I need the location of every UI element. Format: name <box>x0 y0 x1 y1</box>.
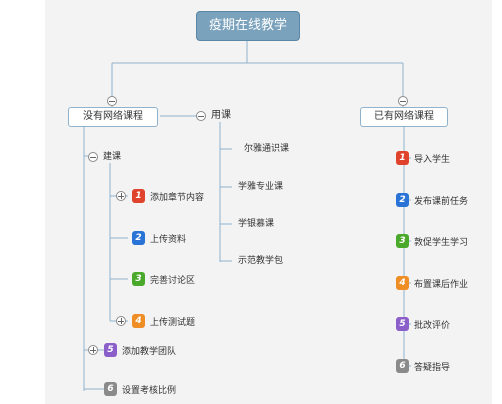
expand-toggle-test[interactable] <box>116 316 126 326</box>
collapse-toggle-middle[interactable] <box>196 111 206 121</box>
node-add-team[interactable]: 5 添加教学团队 <box>104 342 176 358</box>
node-upload-tests[interactable]: 4 上传测试题 <box>132 313 195 329</box>
node-label: 敦促学生学习 <box>414 237 469 248</box>
canvas-background <box>45 0 492 404</box>
node-build-course[interactable]: 建课 <box>103 152 122 162</box>
node-label: 添加章节内容 <box>150 192 205 203</box>
node-label: 导入学生 <box>414 154 451 165</box>
node-label: 发布课前任务 <box>414 196 469 207</box>
node-label: 设置考核比例 <box>122 385 177 396</box>
branch-node-no-online-course[interactable]: 没有网络课程 <box>68 107 158 127</box>
node-upload-materials[interactable]: 2 上传资料 <box>132 230 186 246</box>
node-label: 答疑指导 <box>414 362 451 373</box>
branch-node-existing-online-course[interactable]: 已有网络课程 <box>360 107 448 127</box>
node-label: 添加教学团队 <box>122 346 177 357</box>
node-use-course[interactable]: 用课 <box>211 110 231 121</box>
collapse-toggle-left[interactable] <box>107 96 117 106</box>
badge-1: 1 <box>396 151 409 165</box>
badge-2: 2 <box>396 193 409 207</box>
badge-6: 6 <box>104 382 117 396</box>
badge-1: 1 <box>132 189 145 203</box>
expand-toggle-team[interactable] <box>88 345 98 355</box>
node-label: 完善讨论区 <box>150 275 196 286</box>
badge-6: 6 <box>396 359 409 373</box>
badge-3: 3 <box>132 272 145 286</box>
node-assign-homework[interactable]: 4 布置课后作业 <box>396 275 468 291</box>
collapse-toggle-right[interactable] <box>398 96 408 106</box>
node-assessment-ratio[interactable]: 6 设置考核比例 <box>104 381 176 397</box>
root-node[interactable]: 疫期在线教学 <box>196 11 300 41</box>
node-xueyin-mooc[interactable]: 学银慕课 <box>238 219 275 229</box>
badge-2: 2 <box>132 231 145 245</box>
badge-5: 5 <box>396 317 409 331</box>
node-discussion-area[interactable]: 3 完善讨论区 <box>132 271 195 287</box>
node-publish-pre-class-tasks[interactable]: 2 发布课前任务 <box>396 192 468 208</box>
node-urge-students[interactable]: 3 敦促学生学习 <box>396 233 468 249</box>
collapse-toggle-jianke[interactable] <box>88 152 98 162</box>
node-label: 布置课后作业 <box>414 279 469 290</box>
node-answer-questions[interactable]: 6 答疑指导 <box>396 358 450 374</box>
node-grade-evaluate[interactable]: 5 批改评价 <box>396 316 450 332</box>
node-erya-course[interactable]: 尔雅通识课 <box>244 144 290 154</box>
badge-4: 4 <box>396 276 409 290</box>
node-import-students[interactable]: 1 导入学生 <box>396 150 450 166</box>
node-label: 上传测试题 <box>150 317 196 328</box>
node-label: 上传资料 <box>150 234 187 245</box>
badge-4: 4 <box>132 314 145 328</box>
node-label: 批改评价 <box>414 320 451 331</box>
node-add-chapter[interactable]: 1 添加章节内容 <box>132 188 204 204</box>
node-demo-package[interactable]: 示范教学包 <box>238 256 284 266</box>
badge-3: 3 <box>396 234 409 248</box>
badge-5: 5 <box>104 343 117 357</box>
node-xueya-course[interactable]: 学雅专业课 <box>238 182 284 192</box>
expand-toggle-chapter[interactable] <box>116 191 126 201</box>
